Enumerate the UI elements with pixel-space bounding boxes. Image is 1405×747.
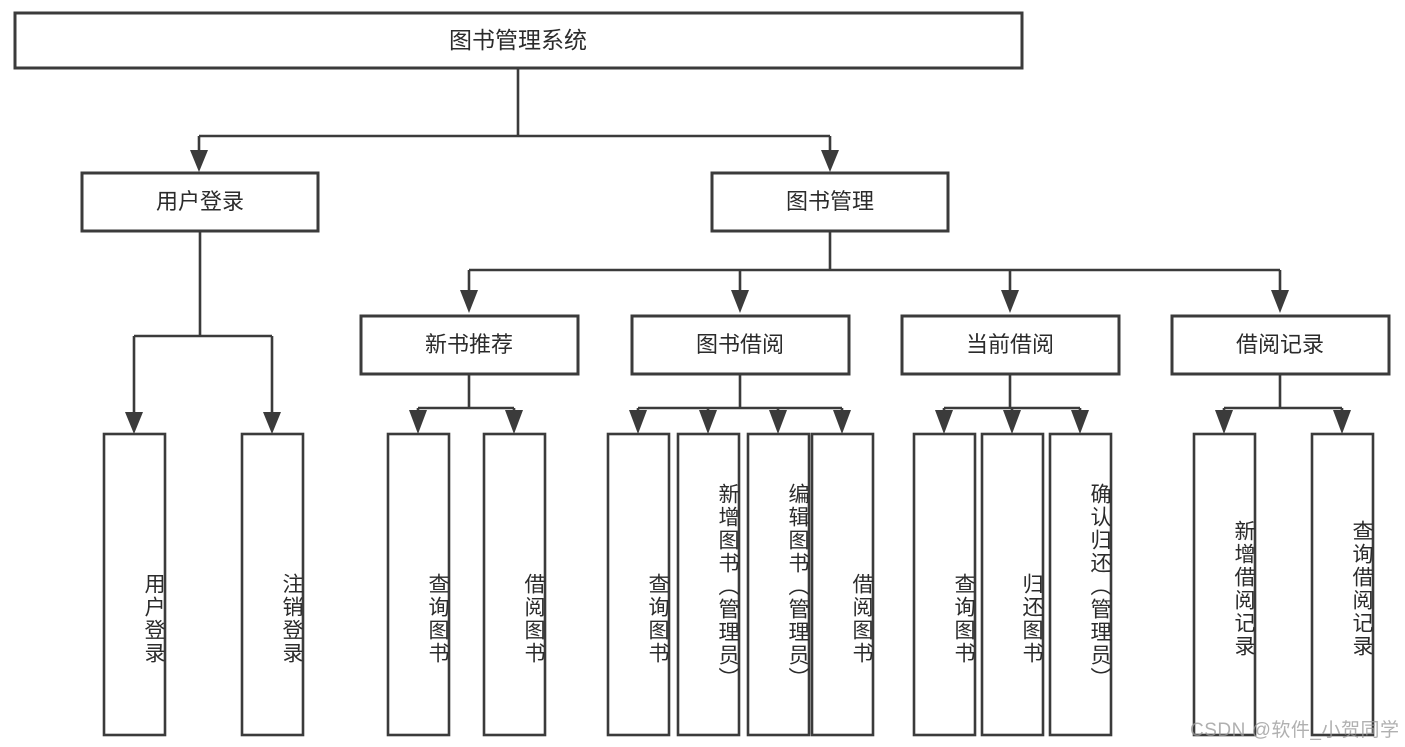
node-new-book-recommend[interactable]: 新书推荐: [359, 314, 580, 376]
leaf-box-query-borrow-record[interactable]: [1310, 432, 1375, 737]
leaf-box-query-book-2[interactable]: [606, 432, 671, 737]
connector-borrow-record-to-leaves: [1215, 374, 1351, 434]
user-login-box[interactable]: [80, 171, 320, 233]
watermark-text: CSDN @软件_小贺同学: [1190, 720, 1400, 741]
arrow-head-icon: [833, 410, 851, 434]
borrow-record-label: 借阅记录: [1236, 332, 1324, 357]
arrow-head-icon: [731, 290, 749, 313]
leaf-box-user-login[interactable]: [102, 432, 167, 737]
arrow-head-icon: [1001, 290, 1019, 313]
arrow-head-icon: [821, 150, 839, 172]
root-box[interactable]: [13, 11, 1024, 70]
book-borrow-label: 图书借阅: [696, 332, 784, 357]
connector-root-to-level2: [190, 68, 839, 172]
leaf-box-return-book[interactable]: [980, 432, 1045, 737]
new-book-recommend-label: 新书推荐: [425, 332, 513, 357]
arrow-head-icon: [1215, 410, 1233, 434]
leaf-box-add-borrow-record[interactable]: [1192, 432, 1257, 737]
arrow-head-icon: [263, 412, 281, 434]
arrow-head-icon: [409, 410, 427, 434]
arrow-head-icon: [460, 290, 478, 313]
leaf-box-borrow-book-2[interactable]: [810, 432, 875, 737]
leaf-box-borrow-book-1[interactable]: [482, 432, 547, 737]
root-label: 图书管理系统: [449, 27, 587, 53]
leaf-box-query-book-1[interactable]: [386, 432, 451, 737]
leaf-box-add-book[interactable]: [676, 432, 741, 737]
node-current-borrow[interactable]: 当前借阅: [900, 314, 1121, 376]
arrow-head-icon: [505, 410, 523, 434]
leaf-box-query-book-3[interactable]: [912, 432, 977, 737]
arrow-head-icon: [1271, 290, 1289, 313]
new-book-recommend-box[interactable]: [359, 314, 580, 376]
arrow-head-icon: [1071, 410, 1089, 434]
node-borrow-record[interactable]: 借阅记录: [1170, 314, 1391, 376]
leaf-box-confirm-return[interactable]: [1048, 432, 1113, 737]
leaf-box-edit-book[interactable]: [746, 432, 811, 737]
arrow-head-icon: [699, 410, 717, 434]
current-borrow-label: 当前借阅: [966, 332, 1054, 357]
connector-book-management-to-level3: [460, 231, 1289, 313]
book-management-label: 图书管理: [786, 189, 874, 214]
connector-book-borrow-to-leaves: [629, 374, 851, 434]
node-user-login[interactable]: 用户登录: [80, 171, 320, 233]
node-root[interactable]: 图书管理系统: [13, 11, 1024, 70]
arrow-head-icon: [629, 410, 647, 434]
arrow-head-icon: [935, 410, 953, 434]
leaf-box-logout-login[interactable]: [240, 432, 305, 737]
arrow-head-icon: [190, 150, 208, 172]
arrow-head-icon: [1003, 410, 1021, 434]
connector-user-login-to-leaves: [125, 231, 281, 434]
arrow-head-icon: [125, 412, 143, 434]
current-borrow-box[interactable]: [900, 314, 1121, 376]
connector-new-book-recommend-to-leaves: [409, 374, 523, 434]
connector-current-borrow-to-leaves: [935, 374, 1089, 434]
node-book-management[interactable]: 图书管理: [710, 171, 950, 233]
arrow-head-icon: [1333, 410, 1351, 434]
node-book-borrow[interactable]: 图书借阅: [630, 314, 851, 376]
arrow-head-icon: [769, 410, 787, 434]
user-login-label: 用户登录: [156, 189, 244, 214]
